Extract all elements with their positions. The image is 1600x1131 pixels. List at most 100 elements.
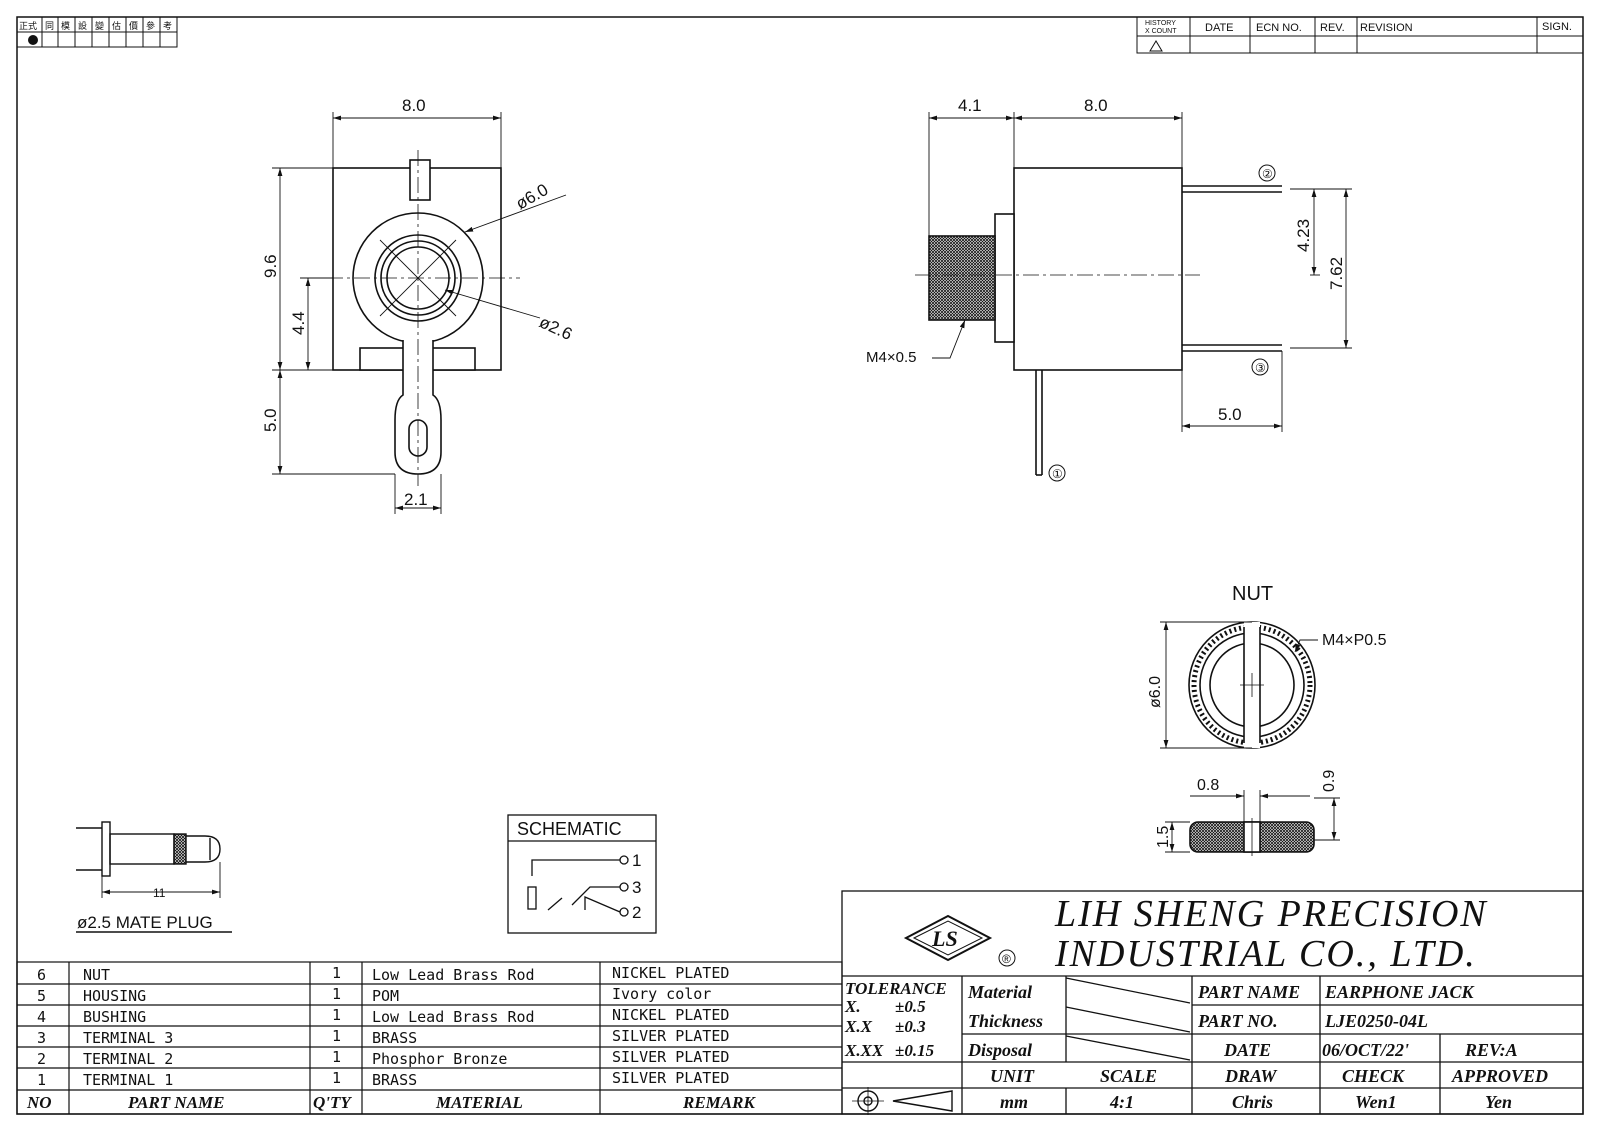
company-logo [903, 914, 1016, 967]
footer-approved-value: Yen [1485, 1092, 1512, 1112]
bom-no: 3 [37, 1029, 46, 1047]
nut-dim-slot: 0.8 [1197, 777, 1219, 794]
part-no-label: PART NO. [1197, 1011, 1278, 1031]
front-dim-lug-width: 2.1 [404, 490, 428, 509]
rev-rev-header: REV. [1320, 22, 1345, 34]
bom-qty: 1 [332, 1027, 341, 1045]
approval-header-9: 考 [163, 21, 172, 31]
bom-no: 4 [37, 1008, 46, 1026]
bom-row: 1 TERMINAL 1 1 BRASS SILVER PLATED [37, 1069, 729, 1089]
footer-scale-value: 4:1 [1109, 1092, 1134, 1112]
front-dim-lug: 5.0 [261, 408, 280, 432]
bom-header-material: MATERIAL [435, 1093, 523, 1112]
front-dim-width: 8.0 [402, 96, 426, 115]
schematic-block [507, 814, 657, 934]
side-pin-1-label: ① [1052, 467, 1063, 481]
knurled-bushing [928, 235, 996, 321]
side-pin-3-label: ③ [1255, 361, 1266, 375]
front-view [272, 112, 567, 514]
bom-qty: 1 [332, 964, 341, 982]
approval-header-4: 設 [78, 20, 87, 31]
side-dim-pin-pitch: 7.62 [1327, 257, 1346, 290]
footer-check-header: CHECK [1342, 1066, 1406, 1086]
bom-qty: 1 [332, 985, 341, 1003]
tolerance-value-1: ±0.3 [895, 1017, 926, 1036]
bom-header-row: NO PART NAME Q'TY MATERIAL REMARK [26, 1093, 756, 1112]
tolerance-label-2: X.XX [844, 1041, 884, 1060]
bom-name: TERMINAL 2 [83, 1050, 173, 1068]
rev-ecn-header: ECN NO. [1256, 22, 1302, 34]
mate-plug-label: ø2.5 MATE PLUG [77, 913, 213, 932]
tolerance-value-0: ±0.5 [895, 997, 926, 1016]
bom-row: 4 BUSHING 1 Low Lead Brass Rod NICKEL PL… [37, 1006, 729, 1026]
bom-header-no: NO [26, 1093, 52, 1112]
bom-qty: 1 [332, 1006, 341, 1024]
approval-header-6: 估 [112, 20, 121, 31]
bom-header-remark: REMARK [682, 1093, 756, 1112]
bom-table-grid [16, 961, 843, 1115]
bom-no: 6 [37, 966, 46, 984]
rev-date-header: DATE [1205, 22, 1234, 34]
spec-material-label: Material [967, 982, 1032, 1002]
nut-thread-label: M4×P0.5 [1322, 632, 1387, 649]
schematic-pin-1: 1 [632, 851, 641, 870]
approved-dot [28, 35, 38, 45]
nut-title: NUT [1232, 583, 1273, 605]
tolerance-value-2: ±0.15 [895, 1041, 935, 1060]
side-dim-pin-offset: 4.23 [1294, 219, 1313, 252]
bom-name: NUT [83, 966, 110, 984]
spec-disposal-label: Disposal [967, 1040, 1032, 1060]
schematic-pin-3: 3 [632, 878, 641, 897]
rev-sign-header: SIGN. [1542, 21, 1572, 33]
bom-name: HOUSING [83, 987, 146, 1005]
footer-check-value: Wen1 [1355, 1092, 1397, 1112]
front-dim-center: 4.4 [289, 311, 308, 335]
front-dim-height: 9.6 [261, 254, 280, 278]
bom-material: Phosphor Bronze [372, 1050, 507, 1068]
footer-draw-value: Chris [1232, 1092, 1273, 1112]
bom-name: TERMINAL 3 [83, 1029, 173, 1047]
side-dim-bushing: 4.1 [958, 96, 982, 115]
tolerance-title: TOLERANCE [845, 979, 947, 998]
side-dim-pin-length: 5.0 [1218, 405, 1242, 424]
nut-view [1160, 621, 1340, 856]
approval-header-5: 變 [95, 20, 104, 31]
rev-history-label: HISTORY [1145, 20, 1176, 27]
bom-row: 3 TERMINAL 3 1 BRASS SILVER PLATED [37, 1027, 729, 1047]
tolerance-label-1: X.X [844, 1017, 873, 1036]
mate-plug-drawing [76, 821, 232, 933]
bom-remark: NICKEL PLATED [612, 1006, 729, 1024]
front-dim-outer-dia: ø6.0 [513, 180, 552, 213]
spec-thickness-label: Thickness [968, 1011, 1043, 1031]
bom-remark: SILVER PLATED [612, 1048, 729, 1066]
bom-row: 2 TERMINAL 2 1 Phosphor Bronze SILVER PL… [37, 1048, 729, 1068]
side-pin-2-label: ② [1262, 167, 1273, 181]
schematic-title: SCHEMATIC [517, 819, 622, 839]
approval-box: 正式 同 模 設 變 估 價 參 考 [16, 16, 178, 48]
nut-dim-thickness: 1.5 [1155, 826, 1172, 848]
footer-scale-header: SCALE [1100, 1066, 1157, 1086]
side-view [915, 112, 1352, 482]
nut-dim-depth: 0.9 [1321, 770, 1338, 792]
bom-material: BRASS [372, 1071, 417, 1089]
bom-row: 5 HOUSING 1 POM Ivory color [37, 985, 711, 1005]
approval-header-8: 參 [146, 20, 155, 31]
front-dim-inner-dia: ø2.6 [536, 312, 575, 344]
bom-remark: NICKEL PLATED [612, 964, 729, 982]
footer-approved-header: APPROVED [1451, 1066, 1548, 1086]
bom-no: 1 [37, 1071, 46, 1089]
bom-material: Low Lead Brass Rod [372, 1008, 535, 1026]
bom-qty: 1 [332, 1069, 341, 1087]
part-name-label: PART NAME [1197, 982, 1300, 1002]
part-no-value: LJE0250-04L [1324, 1011, 1428, 1031]
bom-name: BUSHING [83, 1008, 146, 1026]
approval-header-0: 正式 [19, 20, 37, 31]
approval-header-2: 同 [45, 21, 54, 31]
nut-dim-dia: ø6.0 [1147, 676, 1164, 708]
bom-qty: 1 [332, 1048, 341, 1066]
bom-remark: SILVER PLATED [612, 1069, 729, 1087]
bom-material: Low Lead Brass Rod [372, 966, 535, 984]
approval-header-3: 模 [61, 21, 70, 31]
bom-name: TERMINAL 1 [83, 1071, 173, 1089]
bom-header-qty: Q'TY [313, 1093, 352, 1112]
